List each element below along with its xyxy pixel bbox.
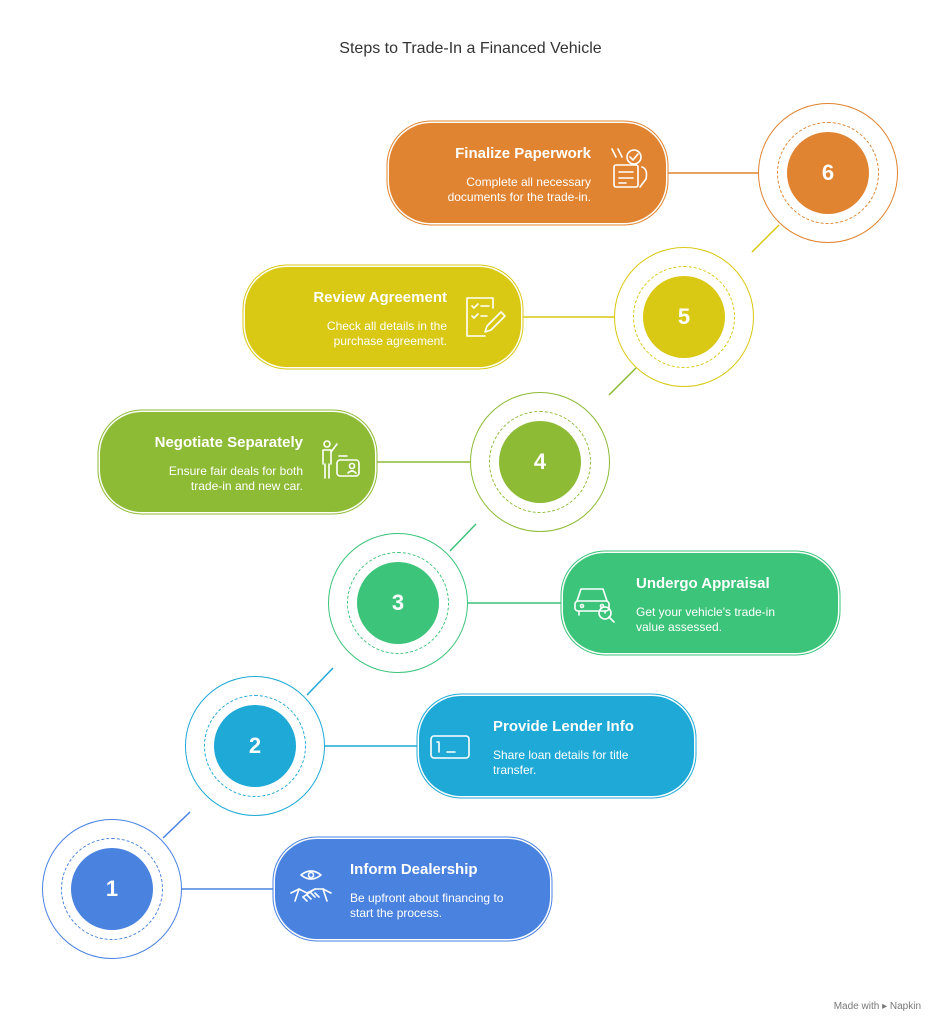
step-4-title: Negotiate Separately: [154, 434, 303, 451]
step-5-card: Review Agreement Check all details in th…: [245, 267, 521, 367]
step-2-marker: 2: [185, 676, 325, 816]
step-3-number: 3: [357, 562, 439, 644]
napkin-credit[interactable]: Made with ▸ Napkin: [833, 1001, 921, 1012]
step-5-description: Check all details in the purchase agreem…: [326, 319, 447, 348]
page-title: Steps to Trade-In a Financed Vehicle: [339, 40, 602, 57]
step-4-number: 4: [499, 421, 581, 503]
signed-document-icon: [611, 148, 648, 188]
step-5-number: 5: [643, 276, 725, 358]
step-1-number: 1: [71, 848, 153, 930]
step-6-title: Finalize Paperwork: [455, 145, 591, 162]
step-1-title: Inform Dealership: [350, 861, 478, 878]
step-1-card: Inform Dealership Be upfront about finan…: [275, 839, 550, 939]
step-2-description: Share loan details for title transfer.: [493, 748, 629, 777]
step-5-title: Review Agreement: [313, 289, 447, 306]
step-3-card: Undergo Appraisal Get your vehicle's tra…: [563, 553, 838, 653]
step-4-description: Ensure fair deals for both trade-in and …: [168, 464, 303, 493]
step-5-marker: 5: [614, 247, 754, 387]
step-4-card: Negotiate Separately Ensure fair deals f…: [100, 412, 375, 512]
id-card-icon: [430, 735, 470, 759]
step-2-number: 2: [214, 705, 296, 787]
step-6-description: Complete all necessary documents for the…: [447, 175, 591, 204]
step-3-description: Get your vehicle's trade-in value assess…: [636, 605, 776, 634]
car-magnifier-icon: [574, 588, 615, 623]
step-3-title: Undergo Appraisal: [636, 575, 770, 592]
step-2-title: Provide Lender Info: [493, 718, 634, 735]
step-6-number: 6: [787, 132, 869, 214]
step-1-marker: 1: [42, 819, 182, 959]
step-4-marker: 4: [470, 392, 610, 532]
checklist-pen-icon: [466, 297, 506, 337]
eye-handshake-icon: [290, 870, 332, 902]
step-1-description: Be upfront about financing to start the …: [350, 891, 504, 920]
negotiation-icon: [322, 440, 360, 479]
step-3-marker: 3: [328, 533, 468, 673]
step-6-card: Finalize Paperwork Complete all necessar…: [389, 123, 666, 223]
step-6-marker: 6: [758, 103, 898, 243]
step-2-card: Provide Lender Info Share loan details f…: [419, 696, 694, 796]
